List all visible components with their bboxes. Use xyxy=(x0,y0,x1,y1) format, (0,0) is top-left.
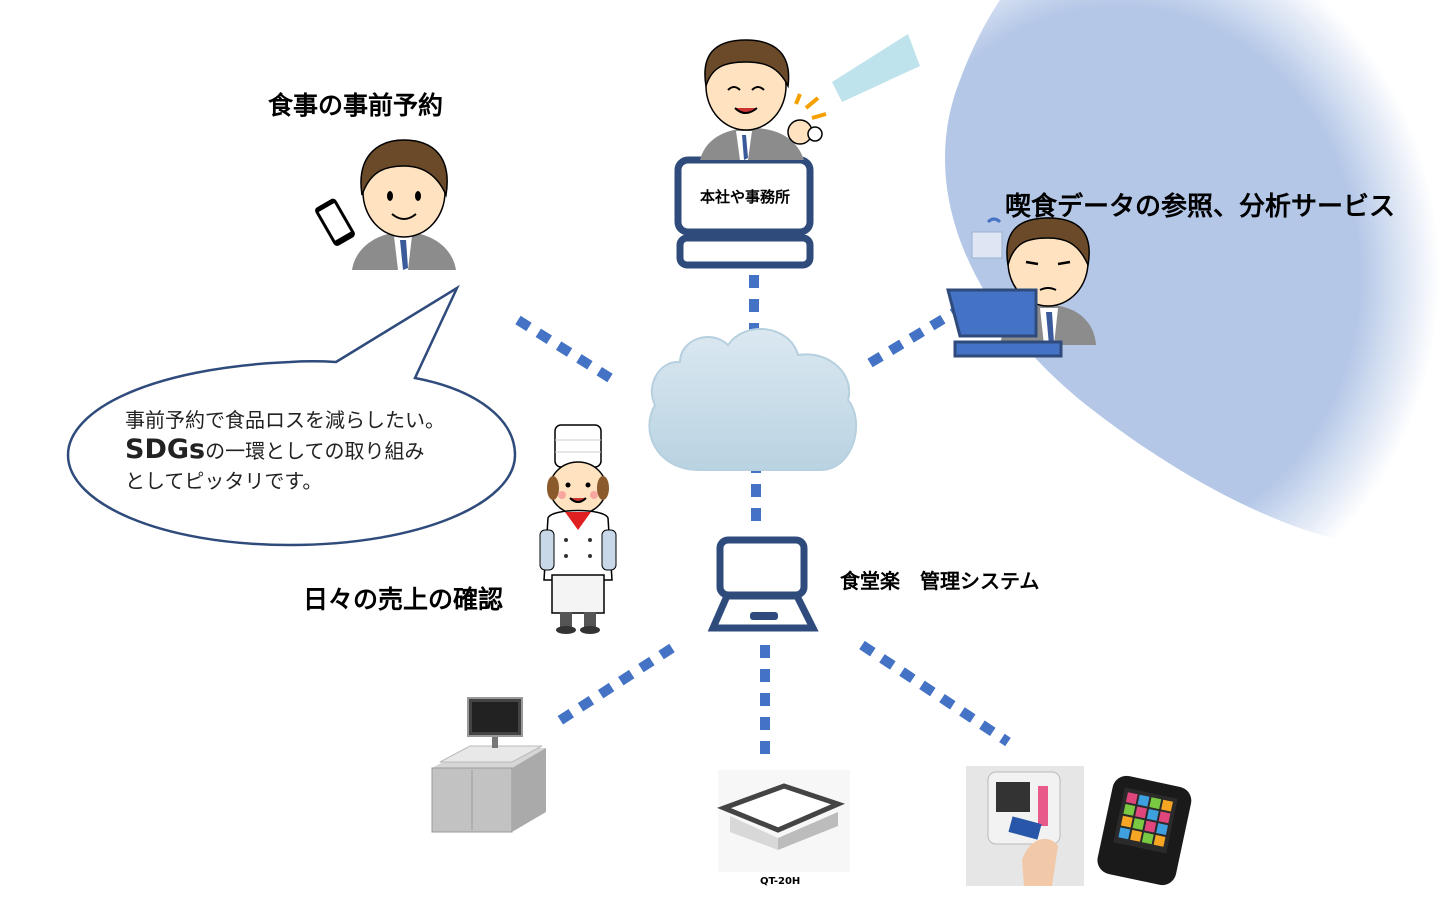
link-system-kiosk xyxy=(550,643,675,730)
qt-terminal xyxy=(717,770,850,872)
analysis-person xyxy=(946,217,1096,358)
link-system-terminals xyxy=(859,640,1011,747)
label-advance-reservation: 食事の事前予約 xyxy=(268,91,444,120)
bubble-line-2-rest: の一環としての取り組み xyxy=(205,439,425,463)
payment-terminals xyxy=(966,766,1192,886)
sdgs-emphasis: SDGs xyxy=(125,434,206,465)
cloud-icon xyxy=(648,328,857,471)
kiosk-terminal xyxy=(431,697,546,833)
analysis-highlight-shade xyxy=(945,0,1440,551)
speech-bubble-text: 事前予約で食品ロスを減らしたい。 SDGsの一環としての取り組み としてピッタリ… xyxy=(125,405,445,496)
bubble-line-2: SDGsの一環としての取り組み xyxy=(125,435,445,466)
label-qt-model: QT-20H xyxy=(760,876,801,887)
management-laptop xyxy=(707,536,819,632)
label-head-office: 本社や事務所 xyxy=(700,188,791,206)
link-cloud-analysis xyxy=(867,307,958,368)
speech-bubble xyxy=(66,284,517,547)
light-ray xyxy=(832,34,920,102)
reservation-person xyxy=(315,139,456,270)
label-analysis-service: 喫食データの参照、分析サービス xyxy=(1005,192,1396,222)
label-daily-sales: 日々の売上の確認 xyxy=(303,585,504,614)
office-person xyxy=(700,39,827,160)
bubble-line-3: としてピッタリです。 xyxy=(125,469,323,493)
bubble-line-1: 事前予約で食品ロスを減らしたい。 xyxy=(125,408,445,432)
link-cloud-reservation xyxy=(515,315,613,383)
office-monitor xyxy=(674,156,814,269)
label-management-system: 食堂楽 管理システム xyxy=(840,569,1040,593)
chef-figure xyxy=(539,424,617,634)
